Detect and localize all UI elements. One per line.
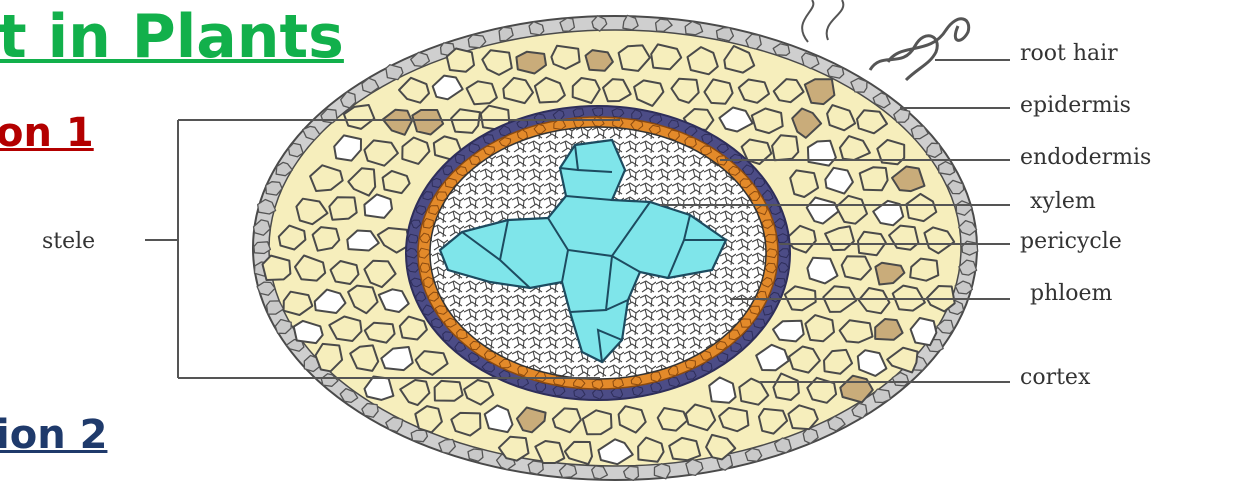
label-cortex: cortex [1020,365,1091,390]
label-endodermis: endodermis [1020,145,1151,170]
label-pericycle: pericycle [1020,229,1122,254]
label-stele: stele [42,229,95,254]
label-root-hair: root hair [1020,41,1118,66]
root-hair [888,19,969,62]
label-epidermis: epidermis [1020,93,1131,118]
label-phloem: phloem [1030,281,1113,306]
root-hair [870,36,937,80]
label-xylem: xylem [1030,189,1096,214]
root-hair [802,0,843,42]
